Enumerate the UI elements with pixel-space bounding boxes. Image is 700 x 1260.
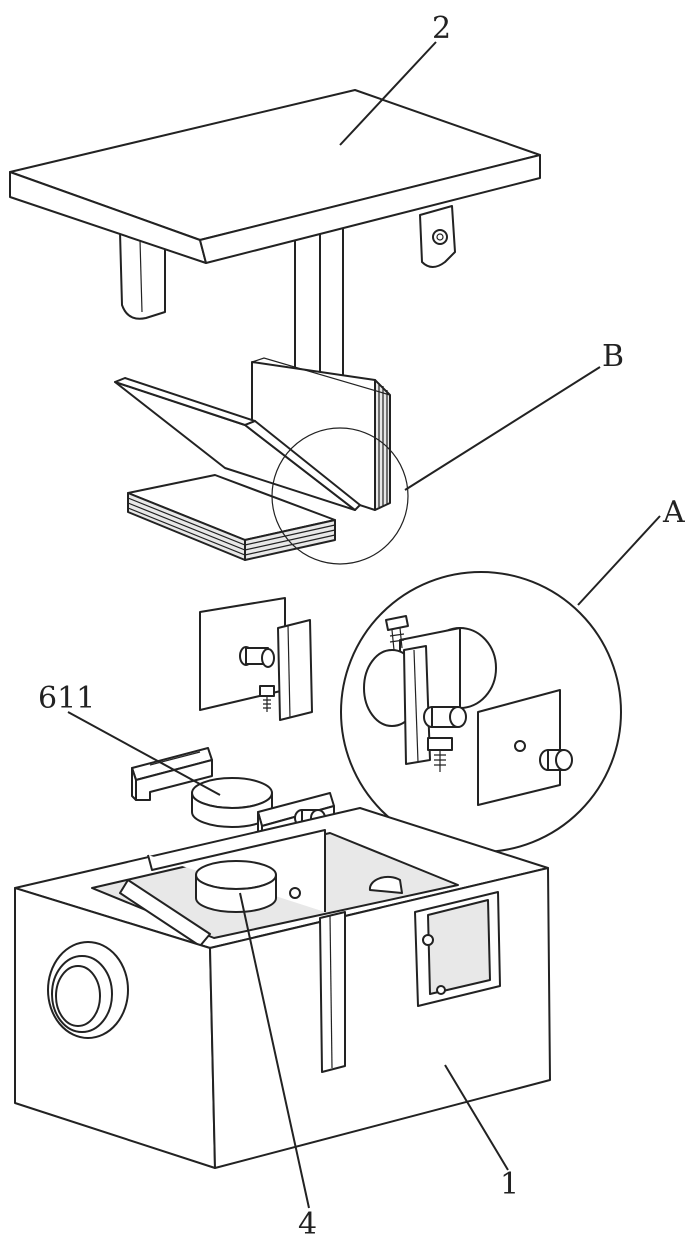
- label-a: A: [662, 495, 685, 530]
- bracket-bolt-hole: [432, 229, 448, 245]
- leader-b: [404, 366, 601, 491]
- leader-1: [444, 1064, 509, 1171]
- leader-a: [577, 515, 661, 606]
- detail-bracket: [403, 645, 431, 765]
- leader-2: [339, 41, 437, 146]
- detail-b-circle: [271, 427, 409, 565]
- center-column-side: [319, 223, 344, 381]
- leader-611: [67, 711, 221, 796]
- label-4: 4: [298, 1207, 317, 1242]
- blade-assembly: [114, 357, 409, 565]
- center-column-front: [294, 229, 321, 386]
- label-611: 611: [38, 681, 95, 716]
- leader-4: [239, 892, 310, 1209]
- box-porthole-inner: [55, 965, 101, 1027]
- angle-bracket: [277, 619, 313, 721]
- label-1: 1: [500, 1167, 519, 1202]
- top-plate-left-leg: [119, 231, 166, 320]
- label-2: 2: [432, 11, 451, 46]
- cylinder-4-side: [195, 874, 277, 913]
- label-b: B: [602, 339, 624, 374]
- box-slot: [319, 911, 346, 1073]
- top-plate: [9, 89, 541, 386]
- base-box: [14, 807, 551, 1169]
- top-plate-right-edge: [199, 154, 541, 264]
- detail-a-inset: [340, 571, 622, 853]
- mid-hardware: [131, 597, 335, 843]
